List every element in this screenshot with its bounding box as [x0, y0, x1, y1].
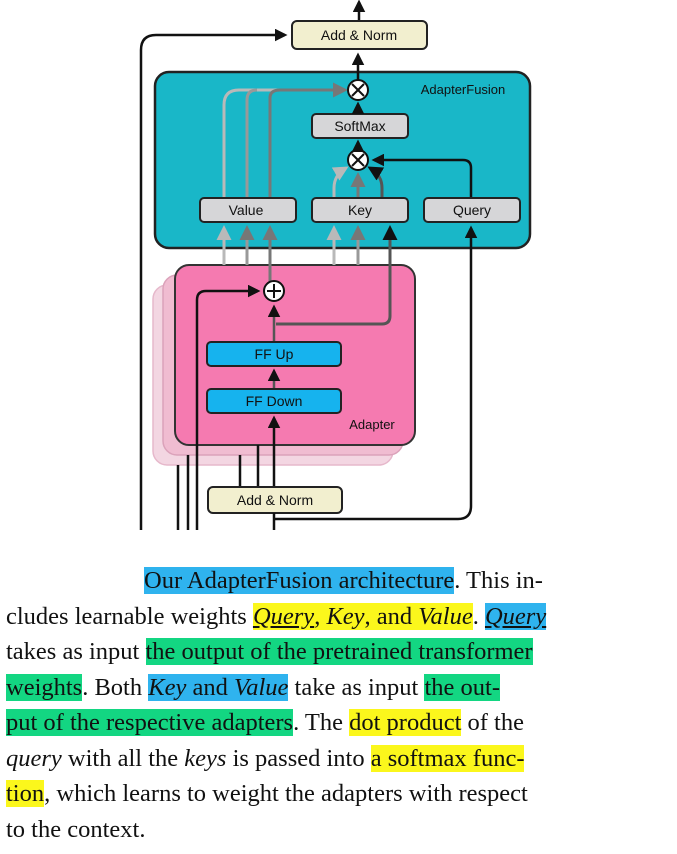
caption-text: . This in-: [454, 567, 543, 594]
caption-highlight-weights: weights: [6, 673, 83, 701]
caption-line-4: weights. Both Key and Value take as inpu…: [6, 670, 672, 706]
caption-query-term-2: Query: [484, 602, 547, 630]
caption-highlight-softmax: a softmax func-: [370, 744, 525, 772]
caption-keys-italic: keys: [184, 744, 227, 772]
adapter-label: Adapter: [349, 417, 395, 432]
caption-line-1: Our AdapterFusion architecture. This in-: [6, 563, 672, 599]
caption-highlight-adapters-output: the out-: [424, 673, 501, 701]
caption-text: of the: [461, 709, 524, 736]
caption-text: is passed into: [226, 744, 371, 772]
caption-text: to the context.: [6, 815, 146, 843]
caption-key-term-2: Key: [148, 673, 187, 701]
value-label: Value: [229, 202, 264, 218]
caption-highlight-output: the output of the pretrained transformer: [145, 638, 533, 665]
caption-text: take as input: [288, 673, 425, 701]
caption-text: cludes learnable weights: [6, 602, 253, 630]
caption-text: takes as input: [6, 638, 146, 665]
caption-highlight-adapters: put of the respective adapters: [6, 709, 294, 736]
adapterfusion-figure: Add & Norm AdapterFusion Adapter SoftMax: [139, 0, 532, 530]
figure-caption: Our AdapterFusion architecture. This in-…: [6, 563, 672, 847]
caption-text: . The: [293, 709, 350, 736]
caption-value-term: Value: [418, 602, 473, 630]
add-norm-bottom-box: Add & Norm: [207, 486, 343, 514]
caption-highlight-architecture: Our AdapterFusion architecture: [144, 567, 455, 594]
caption-query-italic: query: [6, 744, 62, 772]
caption-highlight-dot-product: dot product: [349, 709, 462, 736]
caption-line-5: put of the respective adapters. The dot …: [6, 705, 672, 741]
ff-down-box: FF Down: [206, 388, 342, 414]
add-norm-bottom-label: Add & Norm: [237, 492, 313, 508]
caption-key-term: Key: [326, 602, 365, 630]
multiply-mid-icon: [347, 149, 369, 171]
caption-highlight-tion: tion: [6, 780, 45, 807]
softmax-label: SoftMax: [334, 118, 385, 134]
add-norm-top-box: Add & Norm: [291, 20, 428, 50]
key-label: Key: [348, 202, 372, 218]
caption-text: and: [186, 673, 234, 701]
caption-query-term: Query: [252, 602, 315, 630]
caption-line-8: to the context.: [6, 812, 672, 848]
add-icon: [263, 280, 285, 302]
caption-text: ,: [314, 602, 327, 630]
key-box: Key: [311, 197, 409, 223]
caption-line-6: query with all the keys is passed into a…: [6, 741, 672, 777]
caption-text: . Both: [82, 673, 149, 701]
caption-value-term-2: Value: [233, 673, 289, 701]
caption-text: .: [472, 602, 485, 630]
adapterfusion-label: AdapterFusion: [421, 82, 506, 97]
caption-text: with all the: [61, 744, 185, 772]
caption-text: , and: [364, 602, 419, 630]
caption-line-7: tion, which learns to weight the adapter…: [6, 776, 672, 812]
query-box: Query: [423, 197, 521, 223]
value-box: Value: [199, 197, 297, 223]
ff-down-label: FF Down: [246, 393, 303, 409]
ff-up-label: FF Up: [255, 346, 294, 362]
add-norm-top-label: Add & Norm: [321, 27, 397, 43]
caption-line-3: takes as input the output of the pretrai…: [6, 634, 672, 670]
softmax-box: SoftMax: [311, 113, 409, 139]
query-label: Query: [453, 202, 491, 218]
ff-up-box: FF Up: [206, 341, 342, 367]
caption-line-2: cludes learnable weights Query, Key, and…: [6, 599, 672, 635]
caption-text: , which learns to weight the adapters wi…: [44, 780, 528, 807]
multiply-top-icon: [347, 79, 369, 101]
